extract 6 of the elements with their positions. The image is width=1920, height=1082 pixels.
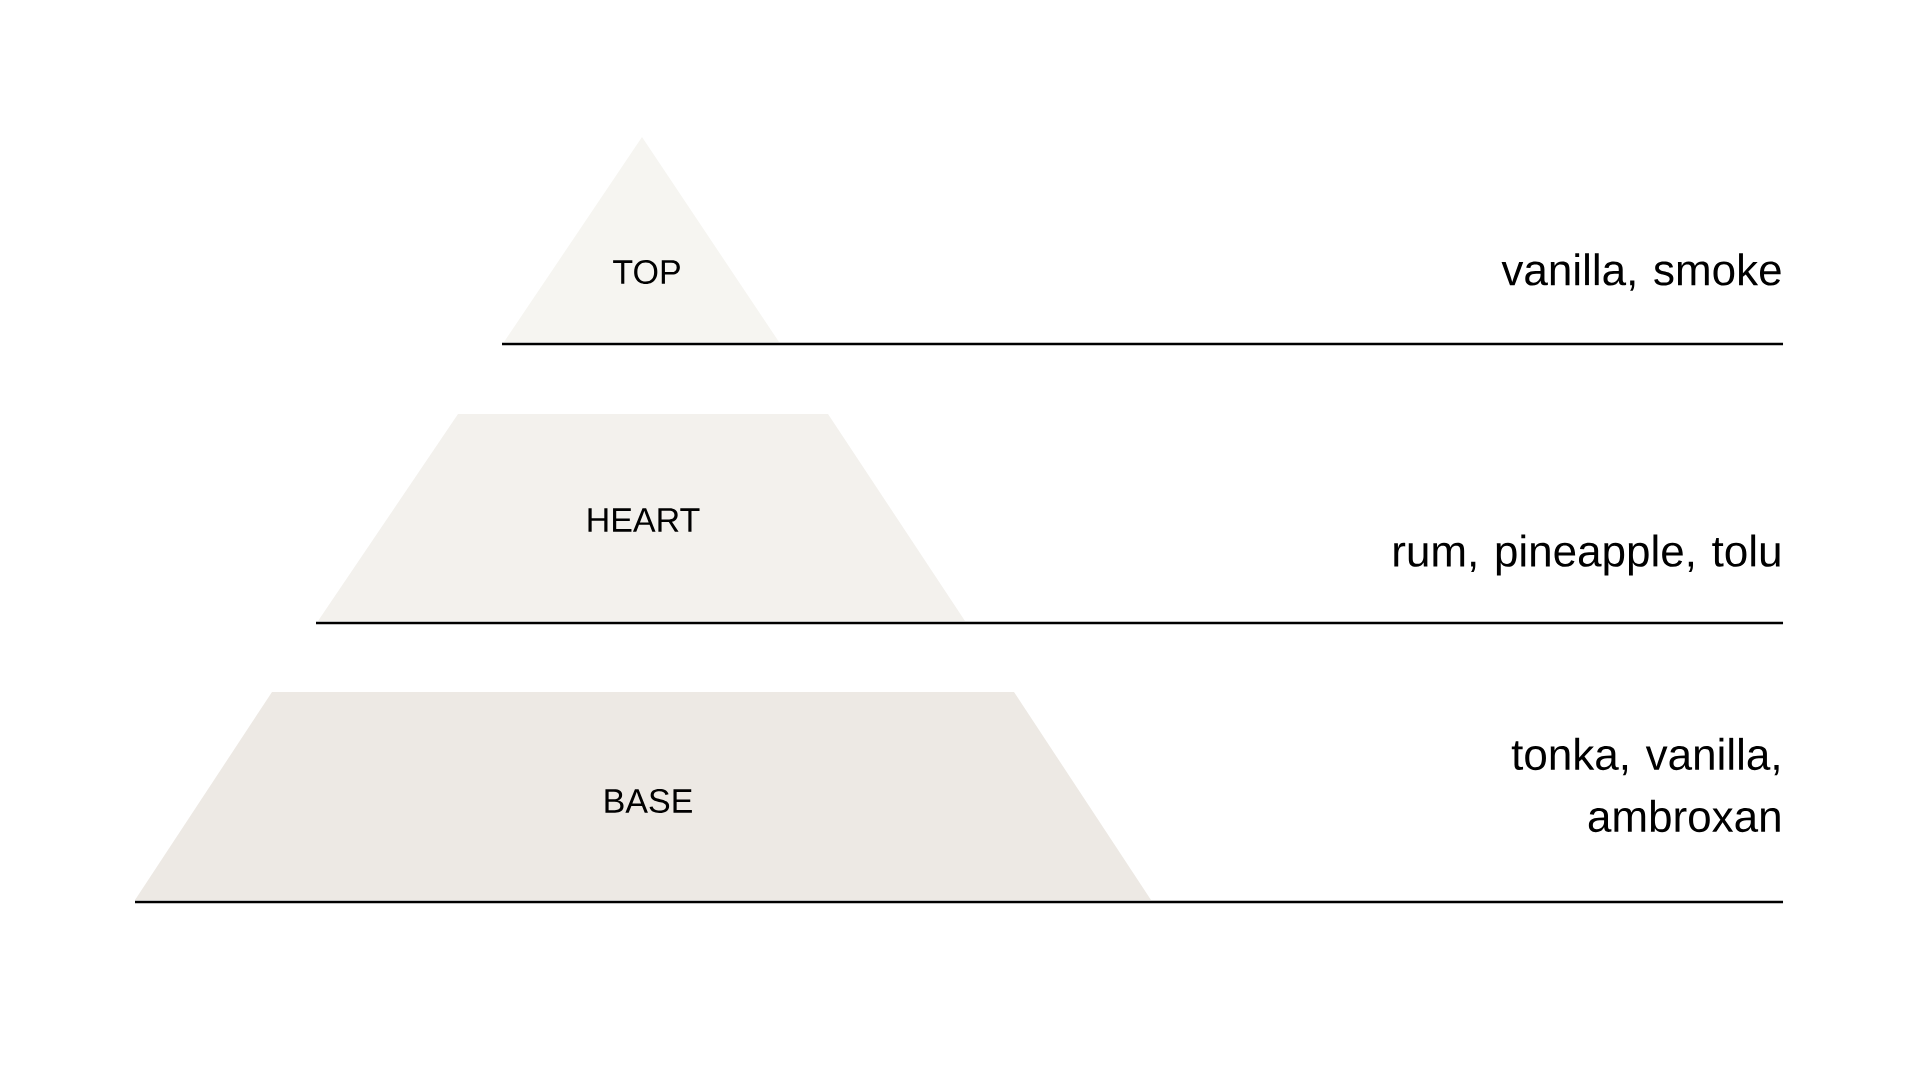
pyramid-tier: TOP [504, 137, 779, 342]
note-text: vanilla, smoke [1501, 253, 1781, 291]
pyramid-tier: HEART [318, 414, 965, 621]
note-text: tonka, vanilla, ambroxan [1511, 737, 1780, 833]
note-text: rum, pineapple, tolu [1394, 534, 1780, 576]
pyramid-tier: BASE [135, 692, 1151, 900]
